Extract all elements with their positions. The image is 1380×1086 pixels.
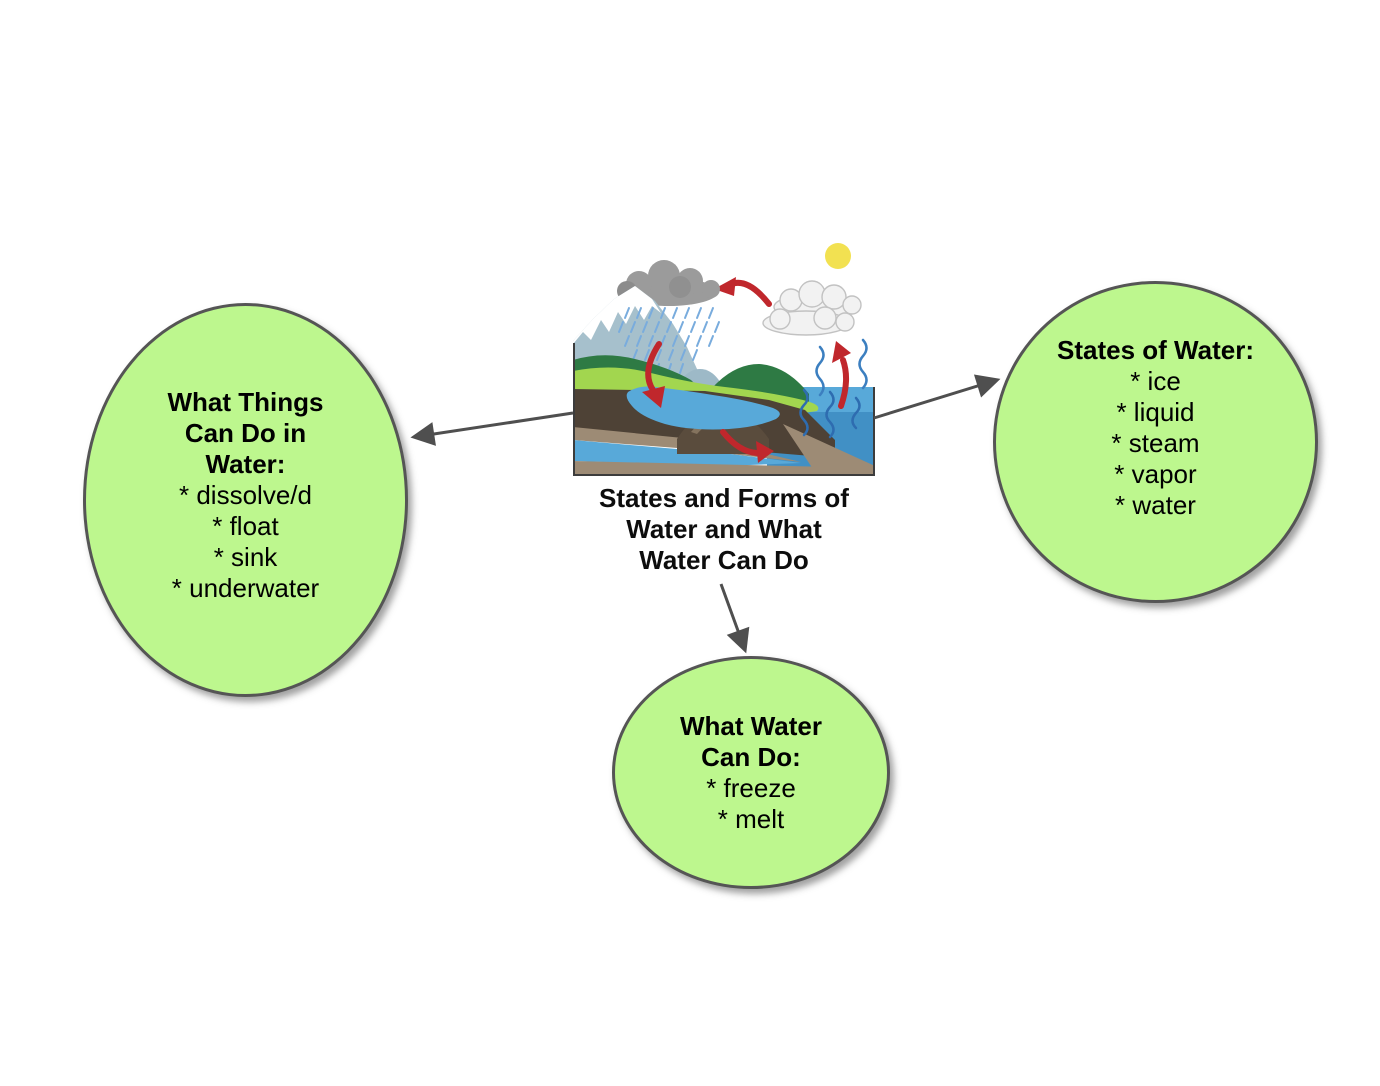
node-text-block: What Things Can Do in Water: * dissolve/…: [168, 387, 324, 604]
node-title-line: States of Water:: [1057, 335, 1254, 365]
node-title-line: Can Do:: [701, 741, 801, 772]
node-item: * float: [212, 510, 279, 541]
node-what-water-can-do[interactable]: What Water Can Do: * freeze * melt: [612, 656, 890, 889]
caption-line: Water Can Do: [639, 545, 809, 575]
node-item: * melt: [717, 803, 785, 834]
node-item: * liquid: [1116, 397, 1195, 427]
center-topic-label: States and Forms of Water and What Water…: [524, 483, 924, 576]
node-title-line: What Water: [679, 710, 823, 741]
node-item: * sink: [213, 541, 278, 572]
caption-line: States and Forms of: [599, 483, 849, 513]
node-text-block: States of Water: * ice * liquid * steam …: [1057, 335, 1254, 521]
node-item: * freeze: [706, 772, 796, 803]
evaporation-squiggles-icon: [799, 338, 868, 439]
node-what-things-can-do-in-water[interactable]: What Things Can Do in Water: * dissolve/…: [83, 303, 408, 697]
rain-icon: [618, 307, 720, 374]
node-states-of-water[interactable]: States of Water: * ice * liquid * steam …: [993, 281, 1318, 603]
node-title-line: Water:: [205, 448, 286, 479]
node-item: * water: [1115, 490, 1196, 520]
connector-center-to-right: [873, 374, 1001, 420]
node-item: * underwater: [171, 572, 320, 603]
sun-icon: [825, 243, 851, 269]
condensation-arrow-icon: [714, 277, 772, 307]
node-text-block: What Water Can Do: * freeze * melt: [680, 711, 822, 835]
groundwater-arrow-icon: [720, 429, 774, 463]
evaporation-arrow-icon: [832, 341, 851, 409]
water-cycle-art: [573, 243, 875, 476]
node-item: * ice: [1130, 366, 1181, 396]
connector-center-to-left: [410, 411, 574, 446]
lake-icon: [626, 386, 780, 430]
node-item: * dissolve/d: [179, 479, 312, 510]
caption-line: Water and What: [626, 514, 822, 544]
node-title-line: What Things: [167, 386, 324, 417]
precipitation-arrow-icon: [642, 341, 665, 408]
clouds-icon: [762, 280, 862, 336]
water-cycle-illustration[interactable]: [573, 240, 875, 477]
node-item: * steam: [1111, 428, 1200, 458]
node-item: * vapor: [1114, 459, 1197, 489]
connector-center-to-bottom: [719, 583, 750, 654]
node-title-line: Can Do in: [184, 417, 307, 448]
